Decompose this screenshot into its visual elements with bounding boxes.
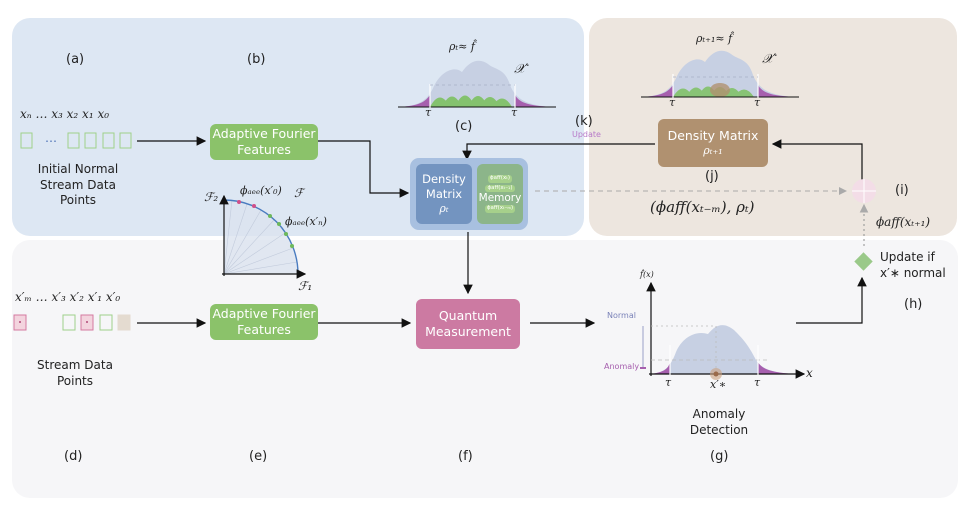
- label-e: (e): [249, 449, 268, 464]
- chart-point-label: x′∗: [710, 378, 727, 391]
- dist-c-space: 𝒳′: [514, 62, 529, 77]
- feature-f2-label: ℱ₂: [204, 190, 219, 204]
- label-b: (b): [247, 52, 266, 67]
- arrow-i-to-density-next: [771, 139, 863, 180]
- label-k: (k): [575, 114, 593, 129]
- memory-box: ϕaff(xₜ) ϕaff(xₜ₋₁) Memory ϕaff(xₜ₋ₘ): [477, 164, 523, 224]
- chart-x-axis-label: x: [806, 366, 813, 380]
- dots-blue: ⋯: [45, 134, 57, 148]
- phi-next-label: ϕaff(xₜ₊₁): [876, 215, 931, 229]
- chart-y-axis-label: f̂(x): [640, 270, 654, 279]
- top-right-panel: [589, 18, 957, 236]
- label-i: (i): [895, 183, 909, 198]
- chart-normal-label: Normal: [607, 311, 636, 320]
- bottom-panel: [12, 240, 958, 498]
- density-matrix-next-box: Density Matrix ρₜ₊₁: [658, 119, 768, 167]
- arrow-update-to-density: [462, 143, 655, 161]
- dist-c-title: ρₜ≈ f̂: [449, 40, 475, 53]
- label-h: (h): [904, 297, 923, 312]
- chart-anomaly-label: Anomaly: [604, 362, 640, 371]
- initial-data-points: [20, 132, 132, 149]
- arrow-aff-to-density: [318, 140, 410, 198]
- distribution-c: [398, 60, 556, 108]
- label-c: (c): [455, 119, 473, 134]
- anomaly-chart: [640, 281, 806, 380]
- label-g: (g): [710, 449, 729, 464]
- label-j: (j): [705, 169, 719, 184]
- stream-data-points: [13, 314, 131, 331]
- pair-label: (ϕaff(xₜ₋ₘ), ρₜ): [650, 198, 755, 216]
- feature-f-label: ℱ: [294, 186, 304, 200]
- label-a: (a): [66, 52, 85, 67]
- initial-sequence: xₙ … x₃ x₂ x₁ x₀: [20, 107, 110, 121]
- label-d: (d): [64, 449, 83, 464]
- feature-space-plot: [219, 194, 307, 279]
- stream-sequence: x′ₘ … x′₃ x′₂ x′₁ x′₀: [15, 290, 121, 304]
- dist-c-tau-left: τ: [425, 106, 432, 119]
- distribution-k: [641, 50, 799, 98]
- dist-k-title: ρₜ₊₁≈ f̂: [696, 32, 733, 45]
- dist-k-space: 𝒳′: [762, 52, 777, 67]
- arrow-detection-to-update: [796, 276, 867, 324]
- feature-f1-label: ℱ₁: [298, 279, 313, 293]
- label-f: (f): [458, 449, 473, 464]
- update-arrow-label: Update: [572, 130, 601, 139]
- dist-c-tau-right: τ: [511, 106, 518, 119]
- phi-xn-label: ϕₐₑₑ(x′ₙ): [285, 215, 327, 228]
- chart-tau-right: τ: [754, 376, 761, 389]
- phi-x0-label: ϕₐₑₑ(x′₀): [240, 184, 282, 197]
- dist-k-tau-right: τ: [754, 96, 761, 109]
- chart-tau-left: τ: [665, 376, 672, 389]
- dist-k-tau-left: τ: [669, 96, 676, 109]
- update-diamond: [854, 252, 873, 271]
